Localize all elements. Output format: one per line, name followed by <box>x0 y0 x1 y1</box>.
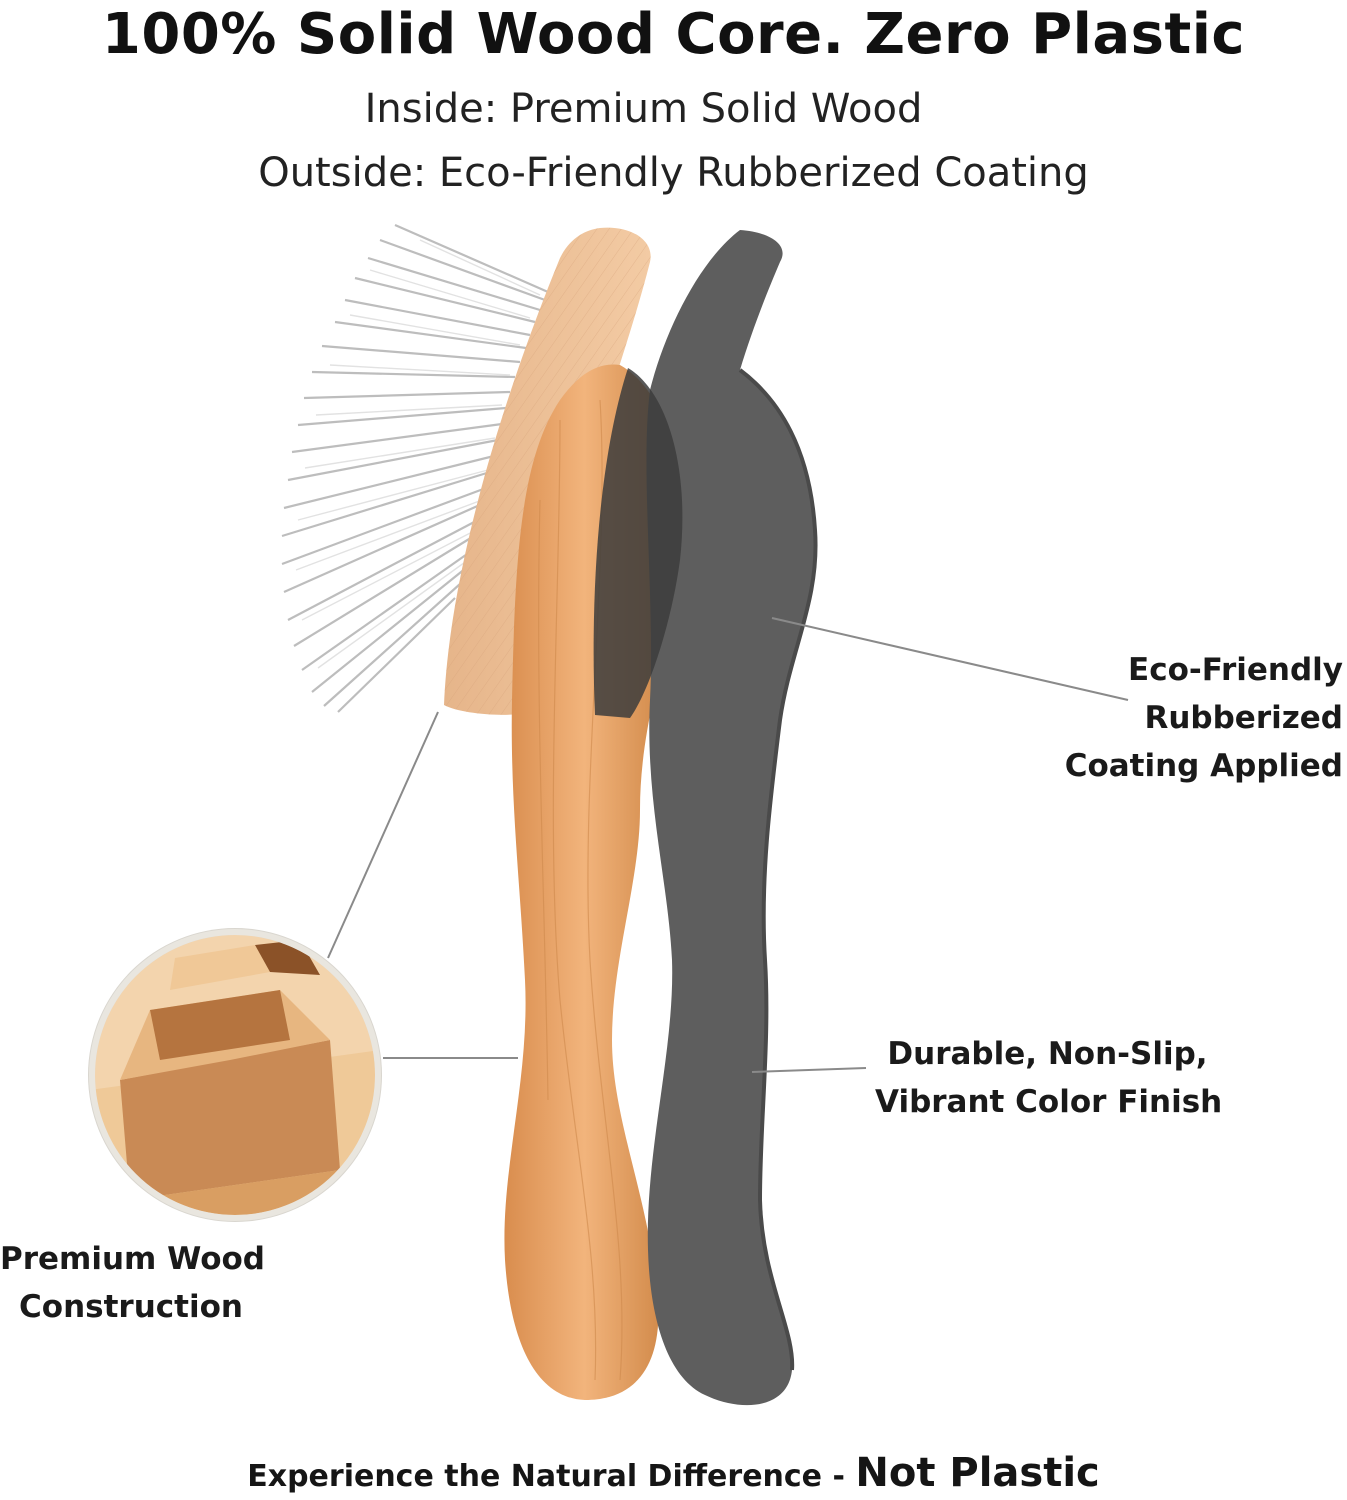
callout-wood-line1: Premium Wood <box>0 1241 265 1277</box>
callout-coating-line2: Rubberized <box>1144 700 1343 736</box>
callout-coating: Eco-Friendly Rubberized Coating Applied <box>1065 646 1343 790</box>
callout-durable: Durable, Non-Slip, Vibrant Color Finish <box>875 1030 1223 1126</box>
callout-durable-line2: Vibrant Color Finish <box>875 1084 1223 1120</box>
outside-subtitle: Outside: Eco-Friendly Rubberized Coating <box>258 150 1089 196</box>
leader-coating <box>771 617 1129 701</box>
pin-bristles <box>281 223 549 713</box>
headline: 100% Solid Wood Core. Zero Plastic <box>101 2 1246 67</box>
callout-durable-line1: Durable, Non-Slip, <box>887 1036 1208 1072</box>
callout-coating-line1: Eco-Friendly <box>1128 652 1343 688</box>
callout-coating-line3: Coating Applied <box>1064 748 1343 784</box>
callout-wood: Premium Wood Construction <box>0 1235 265 1331</box>
footer-emphasis: Not Plastic <box>855 1450 1100 1496</box>
leader-head-to-inset <box>327 711 439 959</box>
rubber-coating-shell <box>646 230 816 1406</box>
footer-tagline: Experience the Natural Difference - Not … <box>0 1450 1347 1496</box>
footer-lead: Experience the Natural Difference - <box>247 1459 856 1494</box>
wood-sample-inset <box>88 928 382 1222</box>
callout-wood-line2: Construction <box>19 1289 243 1325</box>
leader-durable <box>751 1067 867 1073</box>
inside-subtitle: Inside: Premium Solid Wood <box>364 86 923 132</box>
